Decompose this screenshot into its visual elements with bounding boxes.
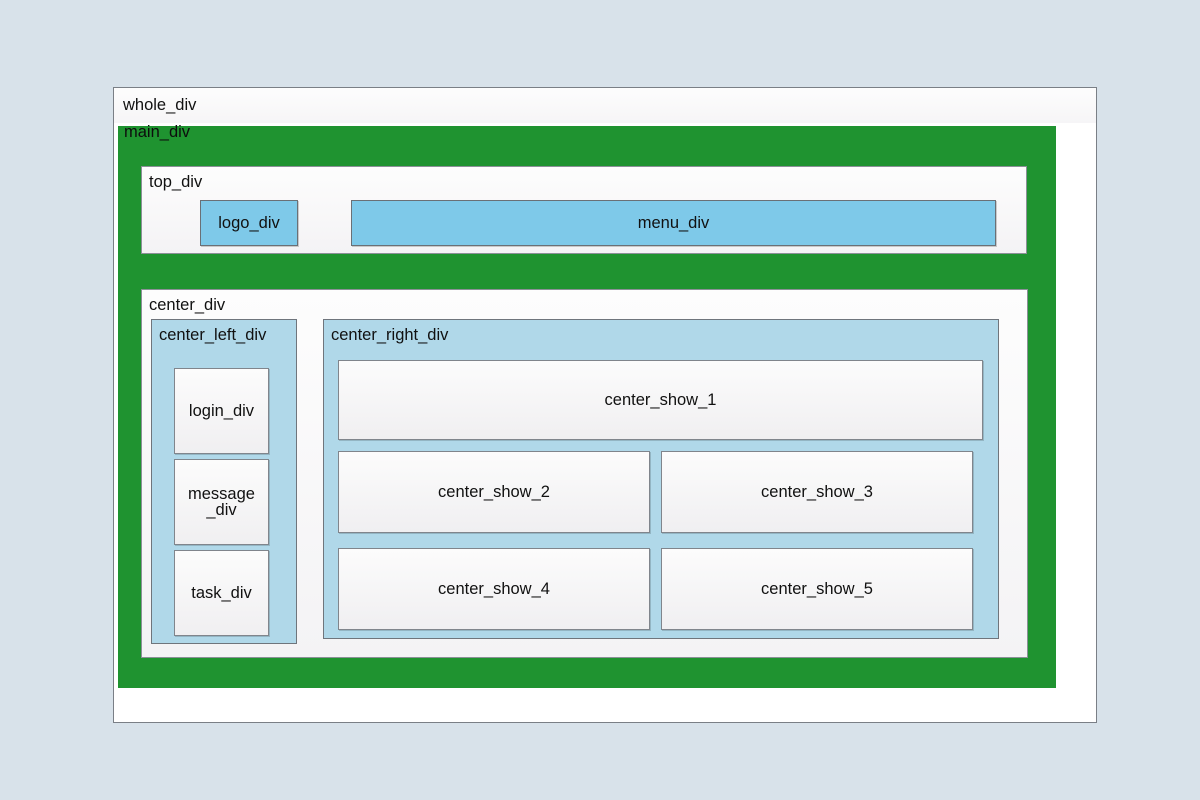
whole-div-container: whole_div main_div top_div logo_div menu… [113,87,1097,723]
center-show-5-label: center_show_5 [761,579,873,598]
whole-div-label: whole_div [123,96,197,114]
center-div-label: center_div [149,296,226,314]
login-div-label: login_div [188,401,255,420]
center-left-div-label: center_left_div [159,326,267,344]
center-show-1-card[interactable]: center_show_1 [338,360,983,440]
center-show-2-card[interactable]: center_show_2 [338,451,650,533]
logo-div-box[interactable]: logo_div [200,200,298,246]
menu-div-box[interactable]: menu_div [351,200,996,246]
main-div-label: main_div [124,123,191,141]
center-show-3-label: center_show_3 [761,482,873,501]
center-show-3-card[interactable]: center_show_3 [661,451,973,533]
message-div-card[interactable]: message _div [174,459,269,545]
center-show-2-label: center_show_2 [438,482,550,501]
center-right-div-container: center_right_div center_show_1 center_sh… [323,319,999,639]
message-div-label: message _div [188,484,255,519]
login-div-card[interactable]: login_div [174,368,269,454]
center-show-4-card[interactable]: center_show_4 [338,548,650,630]
top-div-container: top_div logo_div menu_div [141,166,1027,254]
menu-div-label: menu_div [637,213,710,232]
center-show-4-label: center_show_4 [438,579,550,598]
center-left-div-container: center_left_div login_div message _div t… [151,319,297,644]
center-div-container: center_div center_left_div login_div mes… [141,289,1028,658]
center-show-1-label: center_show_1 [604,390,717,409]
main-div-container: main_div top_div logo_div menu_div cente… [118,123,1056,688]
whole-div-header-strip [114,88,1096,123]
top-div-label: top_div [149,173,203,191]
task-div-label: task_div [191,583,252,602]
center-right-div-label: center_right_div [331,326,449,344]
center-show-5-card[interactable]: center_show_5 [661,548,973,630]
logo-div-label: logo_div [218,213,280,232]
task-div-card[interactable]: task_div [174,550,269,636]
